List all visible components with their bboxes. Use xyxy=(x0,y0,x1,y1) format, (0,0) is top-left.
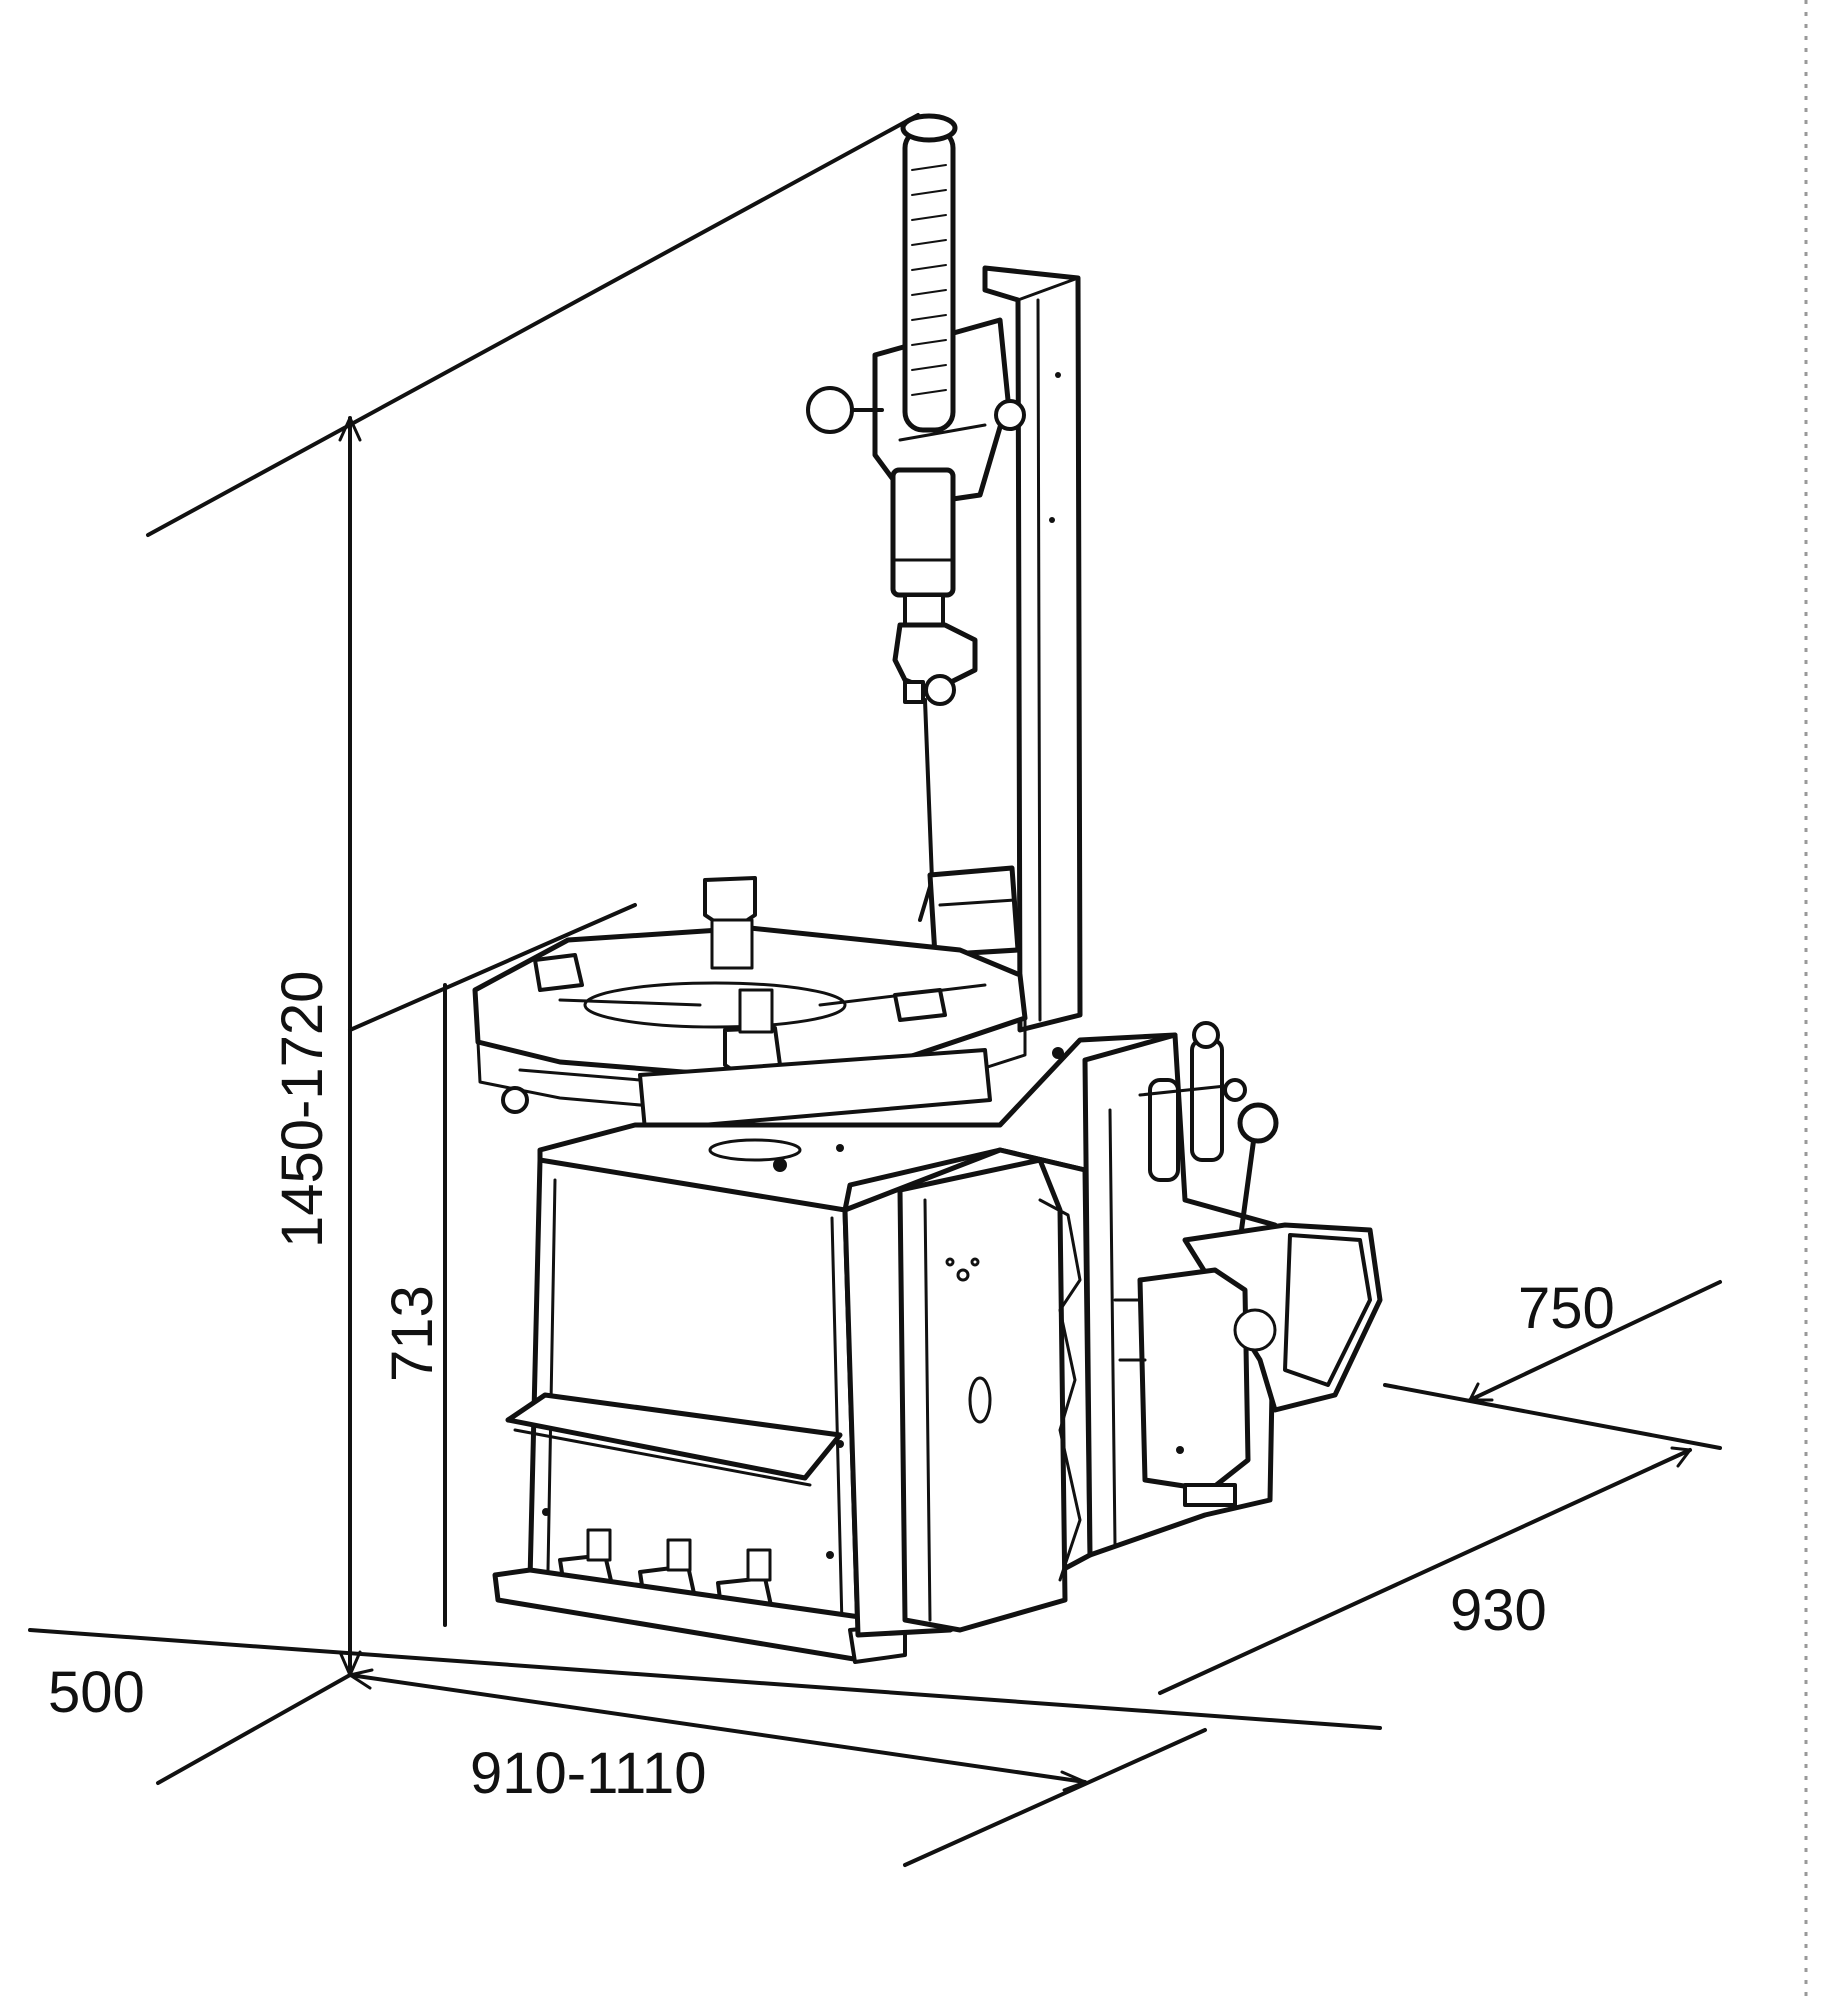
rim-clamp-jaw xyxy=(703,876,757,927)
filter-bowl xyxy=(1148,1078,1180,1182)
lock-knob-icon xyxy=(806,386,854,434)
regulator-bowl xyxy=(1190,1038,1224,1162)
support-linkage xyxy=(518,1068,642,1082)
rod-thread xyxy=(911,339,947,346)
arm-pivot-knob xyxy=(994,399,1026,431)
front-shelf xyxy=(505,1392,843,1481)
column-inner-edge xyxy=(1036,298,1042,1022)
rod-thread xyxy=(911,289,947,296)
support-roller xyxy=(501,1086,529,1114)
clearance-dim-line xyxy=(156,1673,352,1785)
width-dim-arrow-left xyxy=(348,1668,374,1690)
height-dim-arrow-top xyxy=(338,416,362,442)
width-dim-end-ref xyxy=(903,1728,1207,1867)
column-bolt xyxy=(1055,372,1061,378)
rim-clamp-jaw xyxy=(533,953,584,992)
turntable-slot xyxy=(558,998,702,1007)
regulator-manifold xyxy=(1138,1083,1237,1097)
dim-table-height: 713 xyxy=(380,1285,445,1382)
cabinet-bolt xyxy=(542,1508,550,1516)
rod-thread xyxy=(911,239,947,246)
shaft-collar xyxy=(903,593,945,629)
rod-thread xyxy=(911,214,947,221)
lever-handle-icon xyxy=(1237,1102,1279,1144)
dim-clearance: 500 xyxy=(48,1660,145,1725)
column-bolt xyxy=(1049,517,1055,523)
shoe-foot xyxy=(1183,1483,1237,1507)
dim-depth-front: 750 xyxy=(1518,1276,1615,1341)
air-regulator-unit xyxy=(1138,1021,1247,1182)
rod-thread xyxy=(911,314,947,321)
side-cover-bolt xyxy=(970,1257,980,1267)
side-cover-ribs xyxy=(1038,1198,1082,1582)
cabinet-front-edge xyxy=(546,1178,557,1572)
wall-bottom-edge xyxy=(28,1628,1382,1730)
dimension-lines xyxy=(28,113,1722,1867)
arm-pivot xyxy=(1233,1308,1277,1352)
depth-side-dim-line xyxy=(1158,1448,1692,1695)
turntable-center xyxy=(583,981,847,1029)
side-cover-bolt xyxy=(956,1268,970,1282)
jaw-slide xyxy=(710,918,754,970)
depth-front-dim-arrow xyxy=(1468,1382,1494,1402)
air-hose xyxy=(923,698,934,882)
rear-body-edge xyxy=(1108,1108,1117,1547)
bead-shovel-block xyxy=(927,865,1021,958)
depth-side-dim-arrow xyxy=(1670,1446,1692,1468)
wall-top-edge xyxy=(146,113,920,537)
shoe-bolt xyxy=(1176,1446,1184,1454)
shelf-bolt xyxy=(836,1440,844,1448)
jaw-slide xyxy=(738,988,774,1034)
cabinet-bolt xyxy=(836,1144,844,1152)
rod-cap xyxy=(900,113,958,143)
cabinet-bolt xyxy=(1052,1047,1064,1059)
shelf-lip xyxy=(513,1428,812,1487)
depth-front-dim-line xyxy=(1468,1280,1722,1402)
spring-rod xyxy=(902,127,956,433)
cabinet-front-edge xyxy=(830,1216,844,1627)
pedal-stem xyxy=(746,1548,772,1582)
housing-band xyxy=(898,423,987,442)
head-roller xyxy=(924,674,956,706)
rod-thread xyxy=(911,389,947,396)
pedal-stem xyxy=(586,1528,612,1562)
tire-changer-machine xyxy=(472,113,1383,1664)
side-cover-edge xyxy=(923,1198,932,1622)
rim-clamp-jaw xyxy=(893,988,947,1022)
side-cover-slot xyxy=(968,1376,992,1424)
rod-thread xyxy=(911,364,947,371)
cabinet-bolt xyxy=(826,1551,834,1559)
rod-thread xyxy=(911,164,947,171)
shovel-block-edge xyxy=(938,898,1017,907)
pedal-stem xyxy=(666,1538,692,1572)
dim-width: 910-1110 xyxy=(470,1741,707,1806)
regulator-knob-icon xyxy=(1192,1021,1220,1049)
gauge-icon xyxy=(1223,1078,1247,1102)
cabinet-bolt xyxy=(773,1158,787,1172)
width-dim-line xyxy=(348,1673,1087,1784)
dim-depth-side: 930 xyxy=(1450,1578,1547,1643)
turntable-support-arm xyxy=(638,1048,992,1132)
dimension-labels: 1450-1720 713 750 930 910-1110 500 xyxy=(48,971,1615,1806)
lower-shaft xyxy=(890,467,956,598)
depth-front-ref-line xyxy=(1383,1383,1722,1450)
side-cover-bolt xyxy=(945,1257,955,1267)
side-cover xyxy=(897,1157,1068,1633)
table-height-top-ref xyxy=(348,903,637,1032)
bead-breaker-arm-inner xyxy=(1283,1233,1372,1387)
bead-breaker-shoe xyxy=(1137,1267,1251,1493)
column-top-edge xyxy=(1016,276,1080,302)
head-tip xyxy=(903,680,925,704)
rod-thread xyxy=(911,264,947,271)
spindle-base xyxy=(708,1138,802,1162)
dim-total-height: 1450-1720 xyxy=(270,971,335,1248)
rod-thread xyxy=(911,189,947,196)
